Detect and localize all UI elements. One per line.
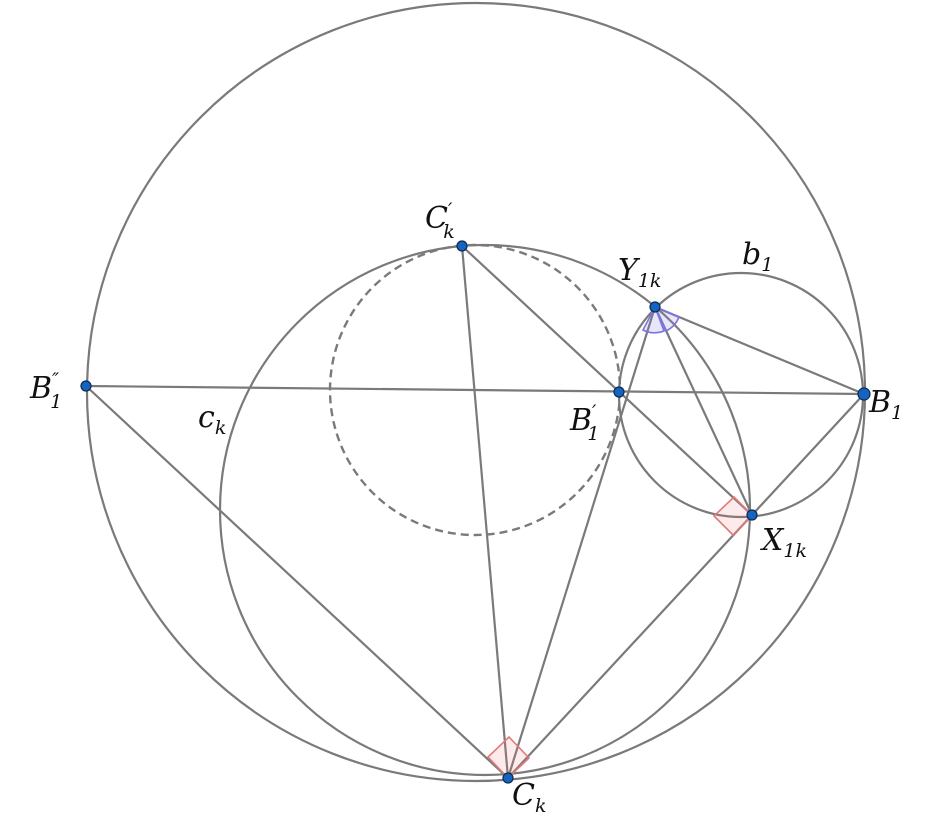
segment-y1k-b1 bbox=[654, 305, 865, 396]
segment-ck-x1k bbox=[507, 514, 753, 779]
segment-ckp-x1k bbox=[461, 245, 753, 516]
segment-y1k-x1k bbox=[654, 306, 753, 516]
label-y1k: Y1k bbox=[618, 253, 661, 292]
segment-x1k-b1 bbox=[751, 393, 865, 516]
segment-ckp-ck bbox=[460, 245, 510, 779]
right-angle-marker-ck bbox=[486, 735, 531, 780]
label-b1: B1 bbox=[868, 385, 903, 424]
angle-marker-inner-y1k bbox=[641, 305, 666, 334]
right-angle-marker-x1k bbox=[712, 495, 754, 537]
label-ck-prime: C′k bbox=[425, 199, 455, 243]
segment-b1dd-ck bbox=[85, 385, 509, 779]
label-b1-curve: b1 bbox=[742, 237, 773, 276]
label-ck-curve: ck bbox=[198, 400, 226, 439]
point-b1-prime bbox=[613, 386, 625, 398]
label-b1-prime: B′1 bbox=[569, 401, 599, 445]
point-x1k bbox=[746, 509, 758, 521]
label-ck: Ck bbox=[512, 778, 546, 817]
point-b1-double-prime bbox=[80, 380, 92, 392]
label-b1-double-prime: B″1 bbox=[29, 369, 62, 413]
point-ck bbox=[502, 772, 514, 784]
angle-marker-outer-y1k bbox=[653, 305, 681, 333]
point-y1k bbox=[649, 301, 661, 313]
point-b1 bbox=[857, 387, 871, 401]
label-x1k: X1k bbox=[760, 523, 807, 562]
point-ck-prime bbox=[456, 240, 468, 252]
segment-ck-y1k bbox=[506, 306, 657, 779]
